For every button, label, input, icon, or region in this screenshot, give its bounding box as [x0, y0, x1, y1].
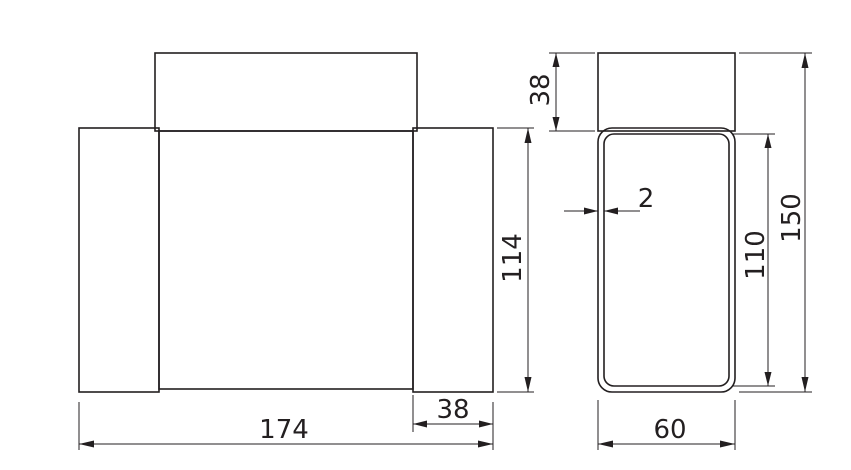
dim-38-front: 38: [436, 395, 469, 425]
front-top-branch: [154, 52, 418, 132]
front-view: [78, 52, 494, 393]
dim-2: 2: [638, 184, 655, 214]
dim-60: 60: [653, 415, 686, 445]
dim-150: 150: [777, 193, 807, 243]
dim-114: 114: [498, 233, 528, 283]
front-right-spigot: [412, 127, 494, 393]
dimension-top-depth: 38: [526, 52, 595, 132]
dim-174: 174: [259, 415, 309, 445]
dimension-side-width: 60: [597, 400, 736, 450]
dim-38-side: 38: [526, 73, 556, 106]
dim-110: 110: [741, 230, 771, 280]
dimension-branch-depth: 38: [412, 395, 493, 432]
side-top-collar: [597, 52, 736, 132]
side-view: [597, 52, 736, 393]
front-body: [158, 130, 414, 390]
front-left-spigot: [78, 127, 160, 393]
dimension-body-height: 114: [497, 127, 534, 393]
dimension-overall-height: 150: [739, 52, 812, 393]
dimension-inner-height: 110: [732, 133, 775, 387]
side-inner-wall: [603, 133, 730, 387]
dimension-overall-width: 174: [78, 402, 494, 450]
dimension-wall-thickness: 2: [564, 184, 654, 215]
side-outer-wall: [597, 127, 736, 393]
